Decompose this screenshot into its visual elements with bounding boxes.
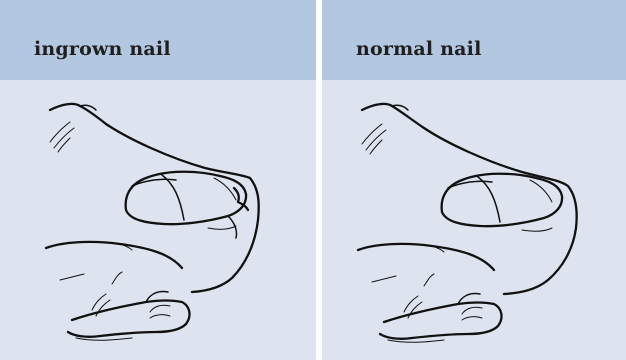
ingrown-nail-panel: ingrown nail [0,0,316,360]
normal-nail-panel: normal nail [322,0,626,360]
panel-header: normal nail [322,0,626,80]
normal-toe-illustration-icon [322,80,626,360]
panel-title: normal nail [356,38,482,60]
ingrown-toe-illustration-icon [0,80,316,360]
panel-title: ingrown nail [34,38,171,60]
panel-header: ingrown nail [0,0,316,80]
